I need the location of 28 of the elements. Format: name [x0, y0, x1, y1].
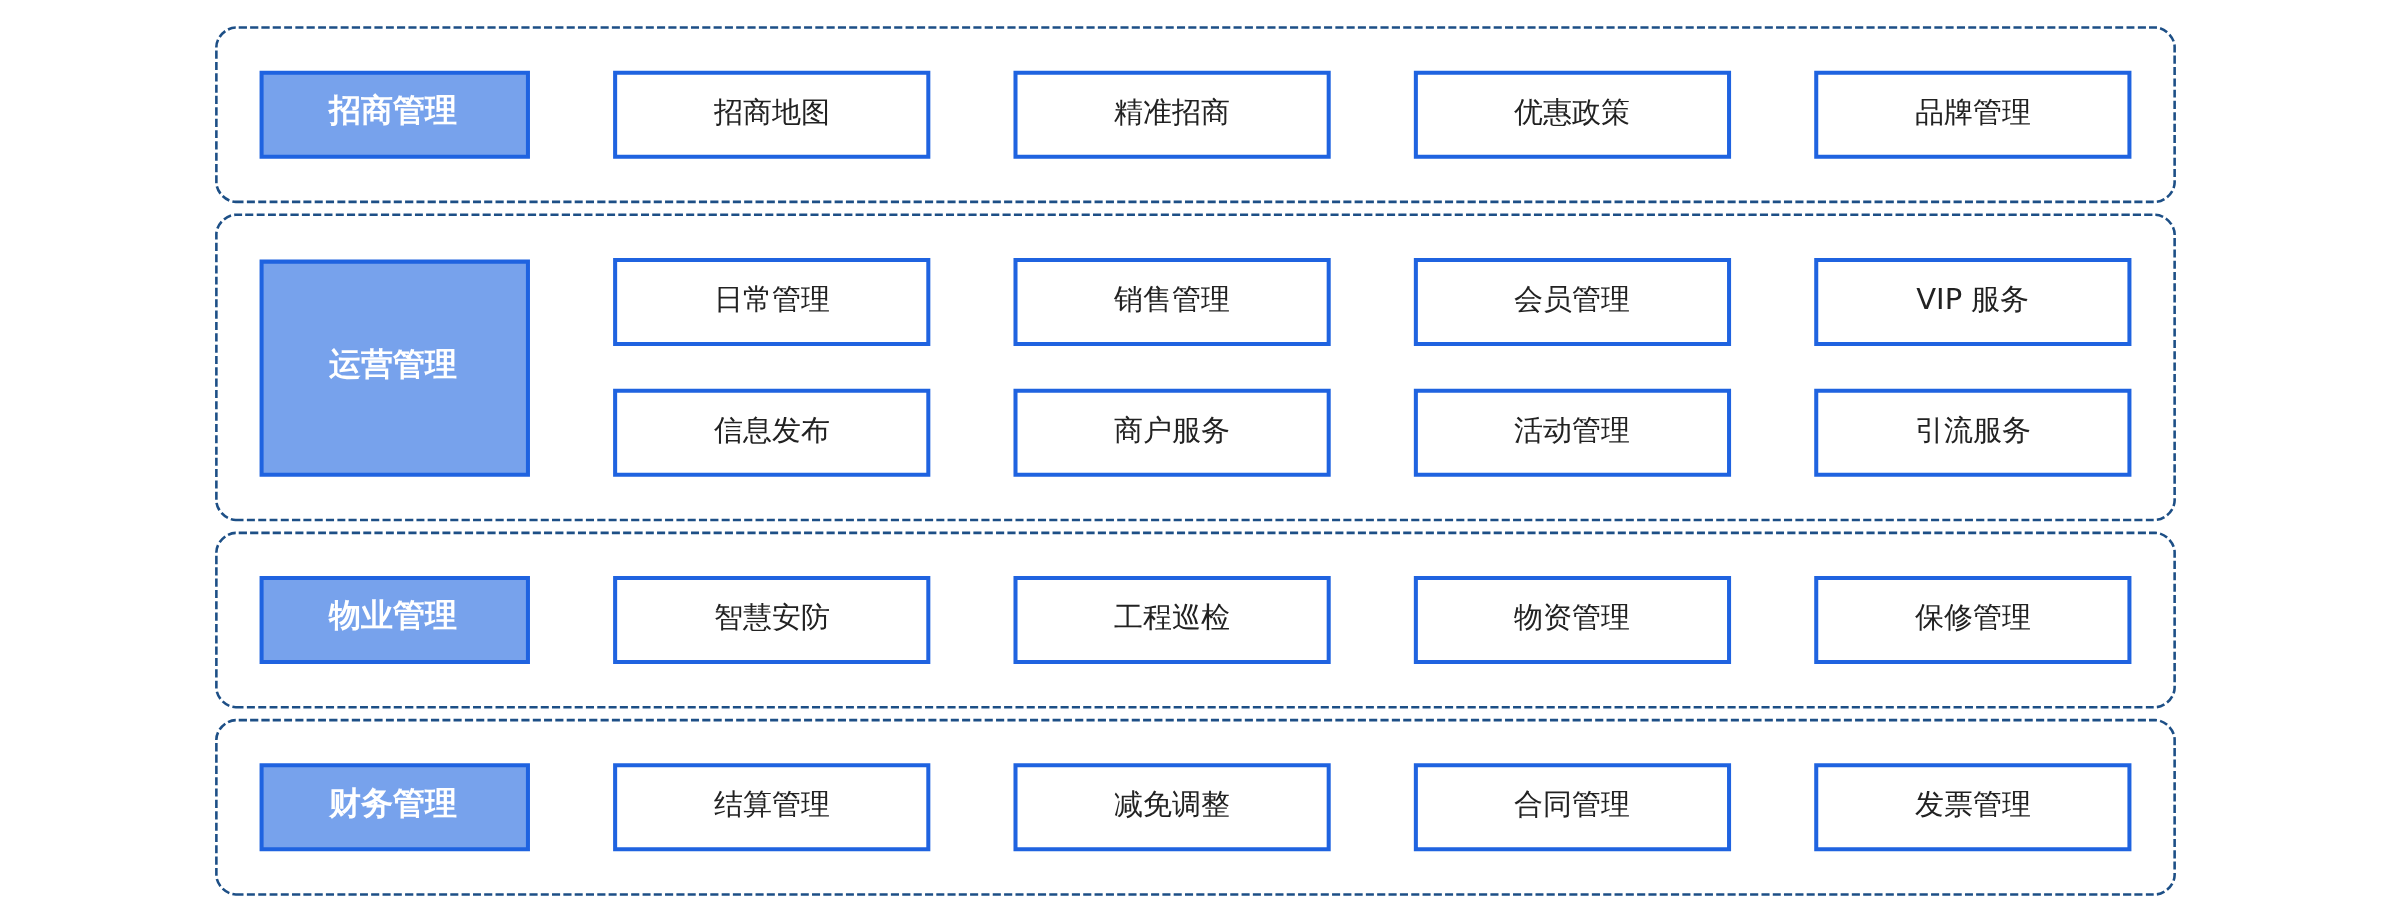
node-box: 物资管理 [1413, 576, 1731, 664]
node-box: 智慧安防 [612, 576, 930, 664]
node-box: 财务管理 [259, 763, 530, 852]
node-box: 物业管理 [259, 576, 530, 664]
node-box: 活动管理 [1413, 388, 1731, 477]
node-box: 运营管理 [259, 259, 530, 477]
node-box: 保修管理 [1813, 576, 2131, 664]
cluster [214, 26, 2176, 204]
node-box: 日常管理 [612, 258, 930, 346]
node-box: 减免调整 [1013, 763, 1331, 852]
node-box: 精准招商 [1013, 70, 1331, 159]
node-box: 招商管理 [259, 70, 530, 159]
node-box: 招商地图 [612, 70, 930, 159]
node-box: 结算管理 [612, 763, 930, 852]
node-box: 会员管理 [1413, 258, 1731, 346]
node-box: 信息发布 [612, 388, 930, 477]
node-box: 优惠政策 [1413, 70, 1731, 159]
node-box: 工程巡检 [1013, 576, 1331, 664]
node-box: 品牌管理 [1813, 70, 2131, 159]
node-box: 合同管理 [1413, 763, 1731, 852]
node-box: 商户服务 [1013, 388, 1331, 477]
node-box: 引流服务 [1813, 388, 2131, 477]
node-box: 发票管理 [1813, 763, 2131, 852]
node-box: VIP 服务 [1813, 258, 2131, 346]
cluster [214, 718, 2176, 896]
cluster [214, 531, 2176, 709]
node-box: 销售管理 [1013, 258, 1331, 346]
cluster [214, 213, 2176, 522]
